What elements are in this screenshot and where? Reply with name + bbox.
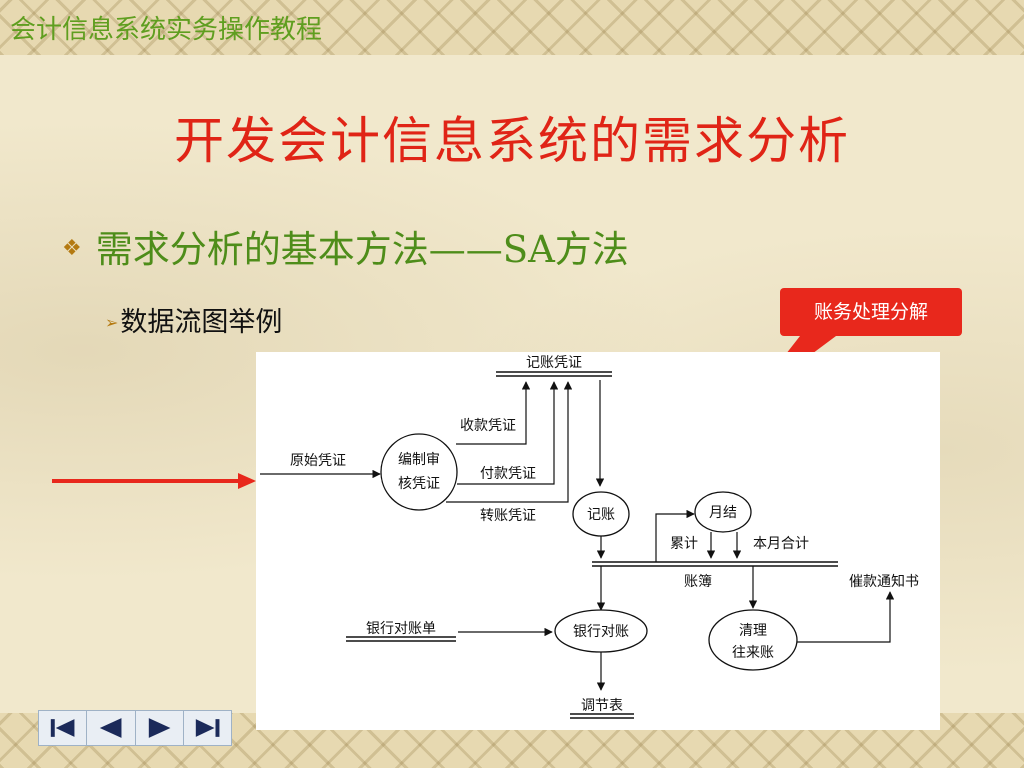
process-bank-recon-label: 银行对账 [573, 624, 629, 640]
previous-slide-button[interactable] [87, 711, 136, 745]
top-decorative-band [0, 0, 1024, 55]
last-slide-button[interactable] [184, 711, 231, 745]
flow-cumulative: 累计 [670, 532, 716, 559]
flow-cumulative-label: 累计 [670, 536, 698, 552]
flow-ledger-to-month-end [655, 509, 695, 562]
flow-transfer-voucher-label: 转账凭证 [480, 508, 536, 524]
process-prepare-audit: 编制审 核凭证 [380, 433, 458, 511]
slide-title: 开发会计信息系统的需求分析 [174, 112, 850, 170]
flow-receipt-voucher-label: 收款凭证 [460, 418, 516, 434]
process-posting: 记账 [572, 491, 630, 537]
sub-bullet-item: ➢数据流图举例 [105, 303, 282, 346]
flow-transfer-voucher: 转账凭证 [446, 381, 573, 524]
process-clear-accounts-line1: 清理 [739, 623, 767, 639]
store-voucher: 记账凭证 [496, 355, 612, 377]
bullet-item: ❖ 需求分析的基本方法——SA方法 [62, 224, 629, 279]
data-flow-diagram: 记账凭证 编制审 核凭证 原始凭证 收款凭证 付款凭证 转账凭证 [256, 352, 940, 730]
course-title: 会计信息系统实务操作教程 [10, 15, 323, 45]
last-slide-icon [195, 719, 220, 737]
process-month-end-label: 月结 [709, 505, 737, 521]
store-ledger: 账簿 [592, 561, 838, 590]
arrowhead-bullet-icon: ➢ [105, 313, 119, 332]
process-prepare-audit-line2: 核凭证 [398, 476, 440, 492]
flow-receipt-voucher: 收款凭证 [456, 381, 531, 445]
first-slide-button[interactable] [39, 711, 88, 745]
store-recon-table: 调节表 [570, 698, 634, 719]
next-slide-button[interactable] [136, 711, 184, 745]
flow-payment-voucher: 付款凭证 [457, 381, 559, 485]
flow-month-total-label: 本月合计 [753, 536, 809, 552]
flow-original-voucher: 原始凭证 [260, 453, 381, 479]
process-prepare-audit-line1: 编制审 [398, 452, 440, 468]
slide-navigation [38, 710, 232, 746]
dfd-canvas: 记账凭证 编制审 核凭证 原始凭证 收款凭证 付款凭证 转账凭证 [260, 355, 919, 719]
flow-month-total: 本月合计 [732, 532, 809, 559]
process-clear-accounts: 清理 往来账 [708, 609, 798, 671]
flow-clear-to-dunning [797, 591, 895, 643]
flow-payment-voucher-label: 付款凭证 [480, 466, 536, 482]
next-slide-icon [148, 718, 170, 738]
process-clear-accounts-line2: 往来账 [732, 645, 774, 661]
callout-text: 账务处理分解 [813, 301, 928, 323]
sub-bullet-text: 数据流图举例 [120, 307, 283, 338]
process-month-end: 月结 [694, 491, 752, 533]
previous-slide-icon [100, 718, 122, 738]
diamond-bullet-icon: ❖ [62, 235, 82, 261]
store-bank-statement-label: 银行对账单 [366, 621, 436, 637]
flow-original-voucher-label: 原始凭证 [290, 453, 346, 469]
bullet-text: 需求分析的基本方法——SA方法 [95, 228, 629, 271]
dunning-notice-label: 催款通知书 [849, 573, 919, 590]
store-bank-statement: 银行对账单 [346, 621, 456, 642]
store-voucher-label: 记账凭证 [526, 355, 582, 371]
store-recon-table-label: 调节表 [581, 698, 623, 714]
process-posting-label: 记账 [587, 507, 615, 523]
first-slide-icon [50, 719, 75, 737]
store-ledger-label: 账簿 [684, 574, 712, 590]
process-bank-recon: 银行对账 [554, 609, 648, 653]
